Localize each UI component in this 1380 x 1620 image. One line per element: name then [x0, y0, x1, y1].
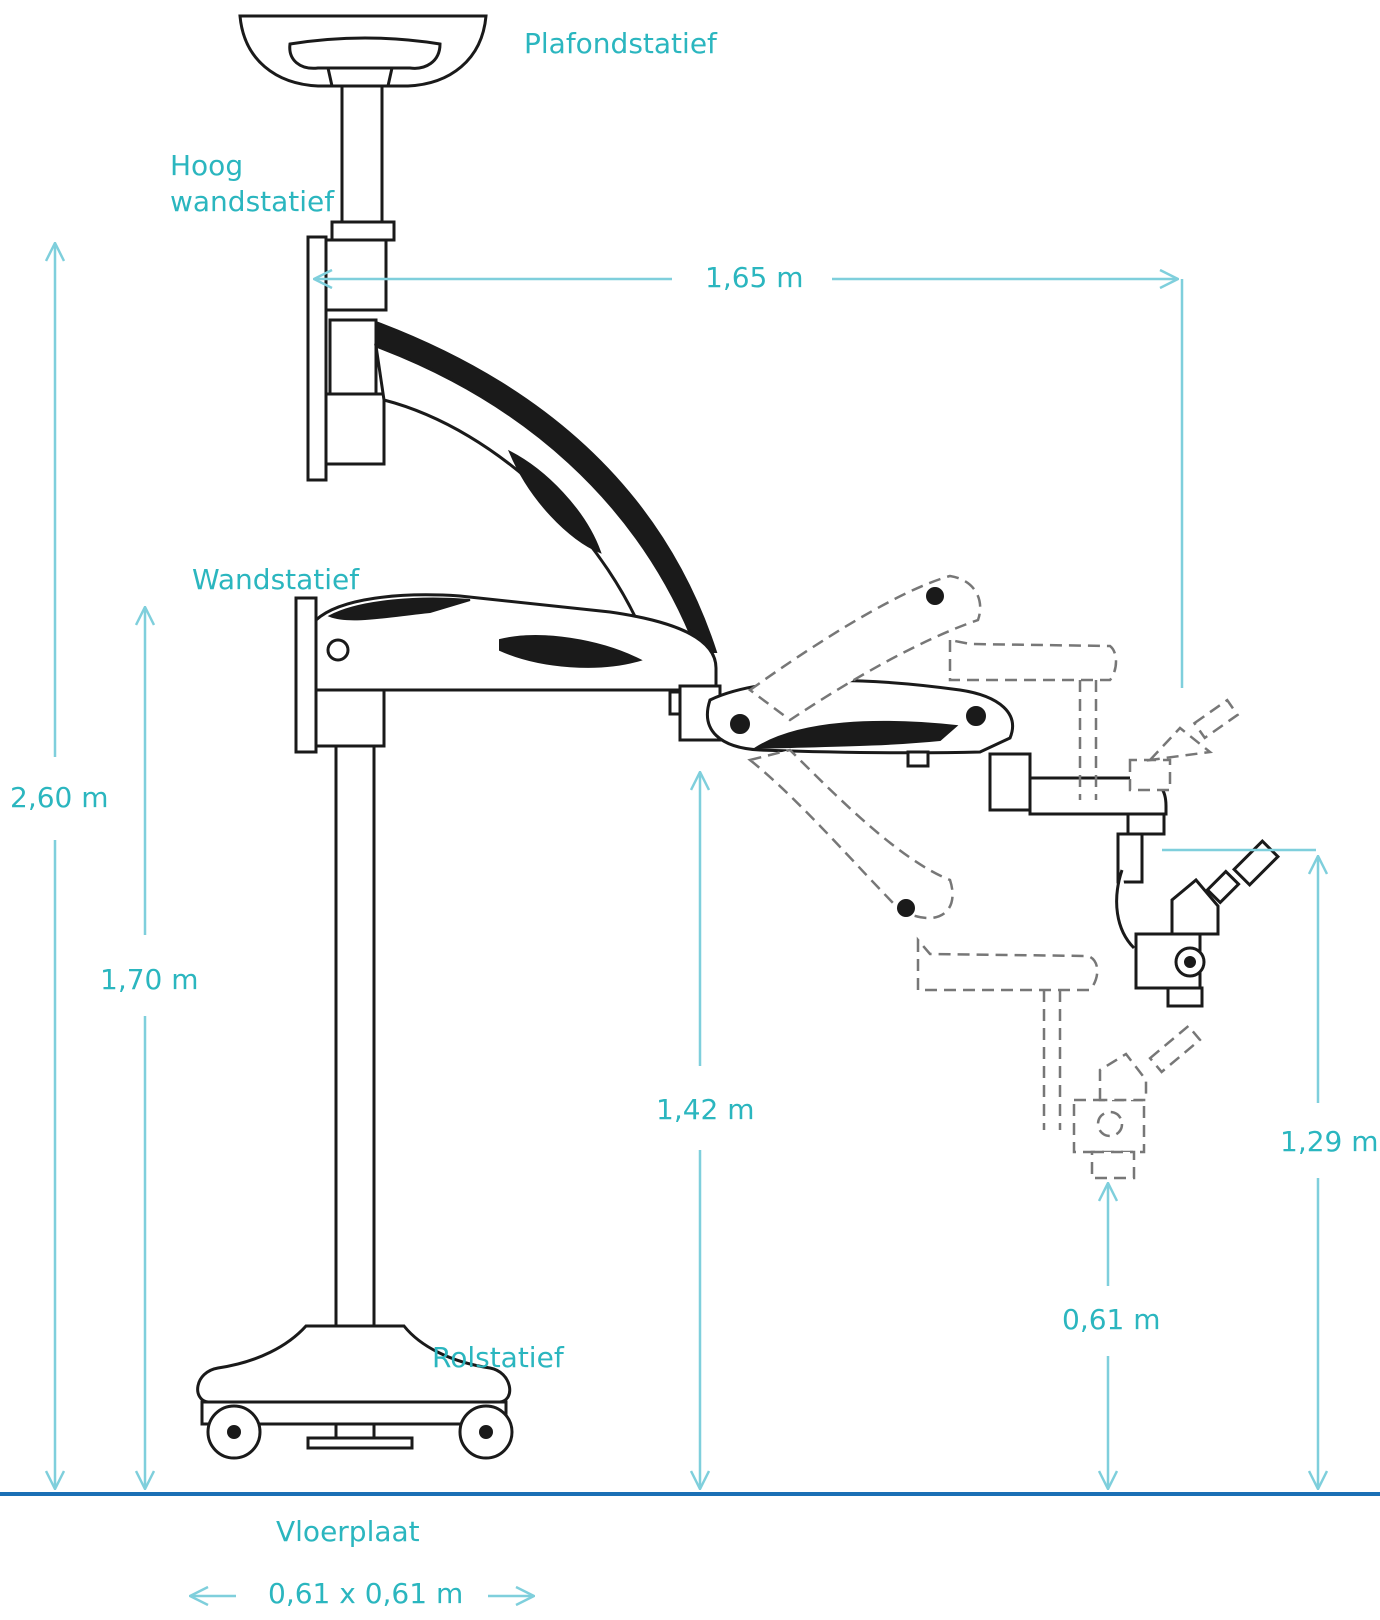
- ceiling-stand-drawing: [238, 14, 488, 246]
- floor-plate-label: Vloerplaat: [276, 1515, 420, 1548]
- dim-reach-value: 1,65 m: [705, 261, 804, 294]
- dim-floor-plate-value: 0,61 x 0,61 m: [268, 1577, 464, 1610]
- suspension-arm-drawing: [668, 679, 1168, 836]
- dim-ceiling-height-value: 2,60 m: [10, 781, 109, 814]
- dim-min-height-value: 0,61 m: [1062, 1303, 1161, 1336]
- roll-stand-drawing: [196, 744, 514, 1460]
- ghost-microscope-low: [1072, 1024, 1202, 1180]
- wall-stand-drawing: [294, 593, 718, 754]
- ghost-arm-raised: [747, 574, 1118, 800]
- ceiling-stand-label: Plafondstatief: [524, 27, 717, 60]
- wall-stand-label: Wandstatief: [192, 563, 360, 596]
- ghost-arm-lowered: [747, 748, 1099, 1130]
- roll-stand-label: Rolstatief: [432, 1341, 564, 1374]
- ghost-microscope-high: [1128, 698, 1240, 792]
- dim-arm-height-value: 1,42 m: [656, 1093, 755, 1126]
- high-wall-stand-drawing: [306, 235, 718, 654]
- dim-max-height-value: 1,29 m: [1280, 1125, 1379, 1158]
- dim-wall-height-value: 1,70 m: [100, 963, 199, 996]
- dim-reach-line: [314, 279, 1184, 688]
- high-wall-stand-label: Hoog wandstatief: [170, 149, 335, 219]
- microscope-head-drawing: [1115, 832, 1281, 1008]
- dim-max-height-line: [1162, 848, 1318, 1489]
